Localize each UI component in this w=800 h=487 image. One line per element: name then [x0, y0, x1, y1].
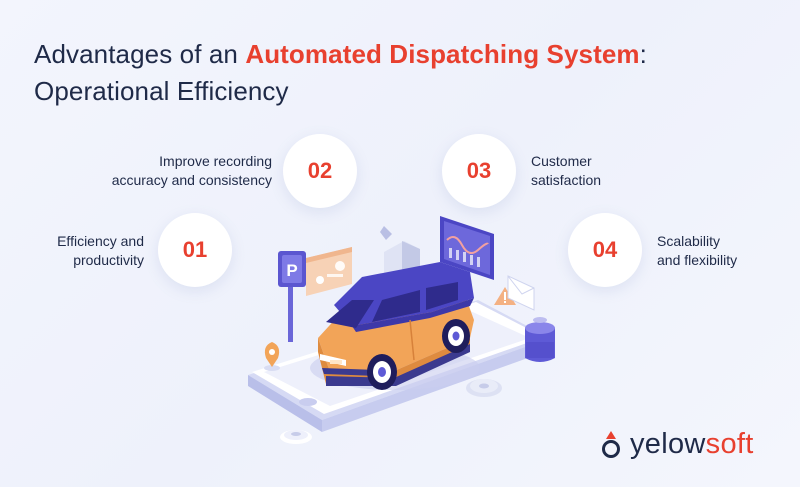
parking-sign-icon: P: [278, 251, 306, 342]
gear-icon: [466, 379, 502, 397]
item-04-line2: and flexibility: [657, 252, 738, 268]
title-prefix: Advantages of an: [34, 39, 246, 69]
item-04-line1: Scalability: [657, 233, 721, 249]
item-04-number: 04: [592, 237, 618, 262]
parking-letter: P: [286, 261, 297, 280]
battery-icon: [525, 317, 555, 362]
item-03-circle: 03: [442, 134, 516, 208]
page-title: Advantages of an Automated Dispatching S…: [34, 36, 647, 110]
title-suffix: :: [639, 39, 647, 69]
item-02-line1: Improve recording: [159, 153, 272, 169]
item-02-line2: accuracy and consistency: [111, 172, 272, 188]
item-02-number: 02: [307, 158, 333, 183]
item-01-circle: 01: [158, 213, 232, 287]
message-card-icon: [306, 247, 352, 296]
item-03-line1: Customer: [531, 153, 592, 169]
location-pin-icon: [264, 342, 280, 371]
dashboard-screen-icon: [440, 216, 494, 280]
signal-disc-icon: [280, 430, 312, 444]
item-01-number: 01: [182, 237, 208, 262]
title-highlight: Automated Dispatching System: [245, 39, 640, 69]
item-03-label: Customer satisfaction: [531, 152, 601, 190]
item-02-circle: 02: [283, 134, 357, 208]
item-01-label: Efficiency and productivity: [57, 232, 144, 270]
logo-mark-icon: [602, 430, 620, 458]
envelope-icon: [507, 275, 535, 311]
warning-icon: [494, 287, 516, 305]
item-01-line2: productivity: [73, 252, 144, 268]
item-03-number: 03: [466, 158, 492, 183]
front-wheel-icon: [367, 354, 397, 390]
item-02-label: Improve recording accuracy and consisten…: [112, 152, 272, 190]
item-04-circle: 04: [568, 213, 642, 287]
item-01-line1: Efficiency and: [57, 233, 144, 249]
title-line2: Operational Efficiency: [34, 76, 289, 106]
rear-wheel-icon: [442, 319, 470, 353]
logo-text-part2: soft: [705, 428, 754, 460]
item-03-line2: satisfaction: [531, 172, 602, 188]
logo-text-part1: yelow: [630, 428, 706, 460]
item-04-label: Scalability and flexibility: [657, 232, 737, 270]
